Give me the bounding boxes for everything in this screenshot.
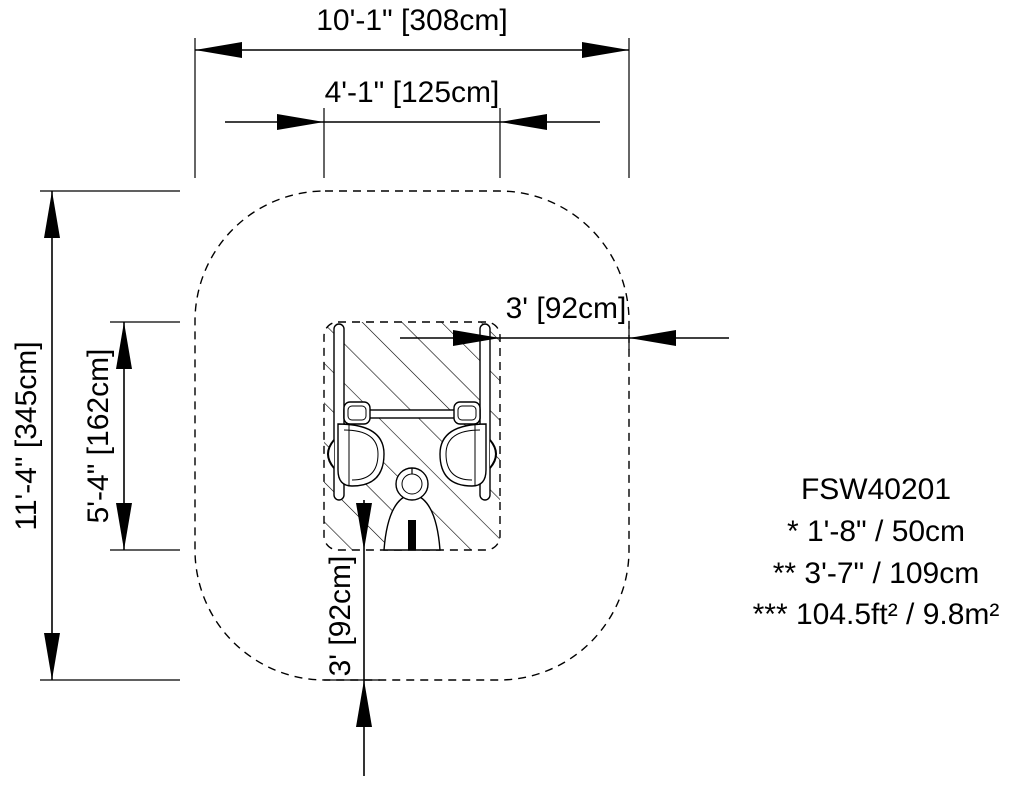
right-swing-seat-icon [439,401,497,487]
spec-block: FSW40201 * 1'-8" / 50cm ** 3'-7" / 109cm… [753,473,1000,631]
left-swing-seat-icon [327,401,385,487]
front-clearance-dimension: 3' [92cm] [324,500,380,776]
overall-width-label: 10'-1" [308cm] [316,4,507,37]
frame-width-dimension: 4'-1" [125cm] [225,76,600,178]
frame-length-label: 5'-4" [162cm] [82,349,115,524]
child-figure-icon [383,467,441,551]
side-clearance-dimension: 3' [92cm] [400,292,729,350]
spec-line-3: *** 104.5ft² / 9.8m² [753,598,1000,631]
safety-zone-boundary [194,190,630,681]
overall-length-label: 11'-4" [345cm] [10,341,43,530]
overall-width-dimension: 10'-1" [308cm] [194,4,630,178]
overall-length-dimension: 11'-4" [345cm] [10,190,180,681]
frame-length-dimension: 5'-4" [162cm] [82,321,180,551]
model-number: FSW40201 [801,473,951,506]
spec-line-2: ** 3'-7" / 109cm [773,557,979,590]
front-clearance-label: 3' [92cm] [324,556,357,677]
spec-line-1: * 1'-8" / 50cm [787,515,965,548]
frame-width-label: 4'-1" [125cm] [325,76,500,109]
side-clearance-label: 3' [92cm] [506,292,627,325]
